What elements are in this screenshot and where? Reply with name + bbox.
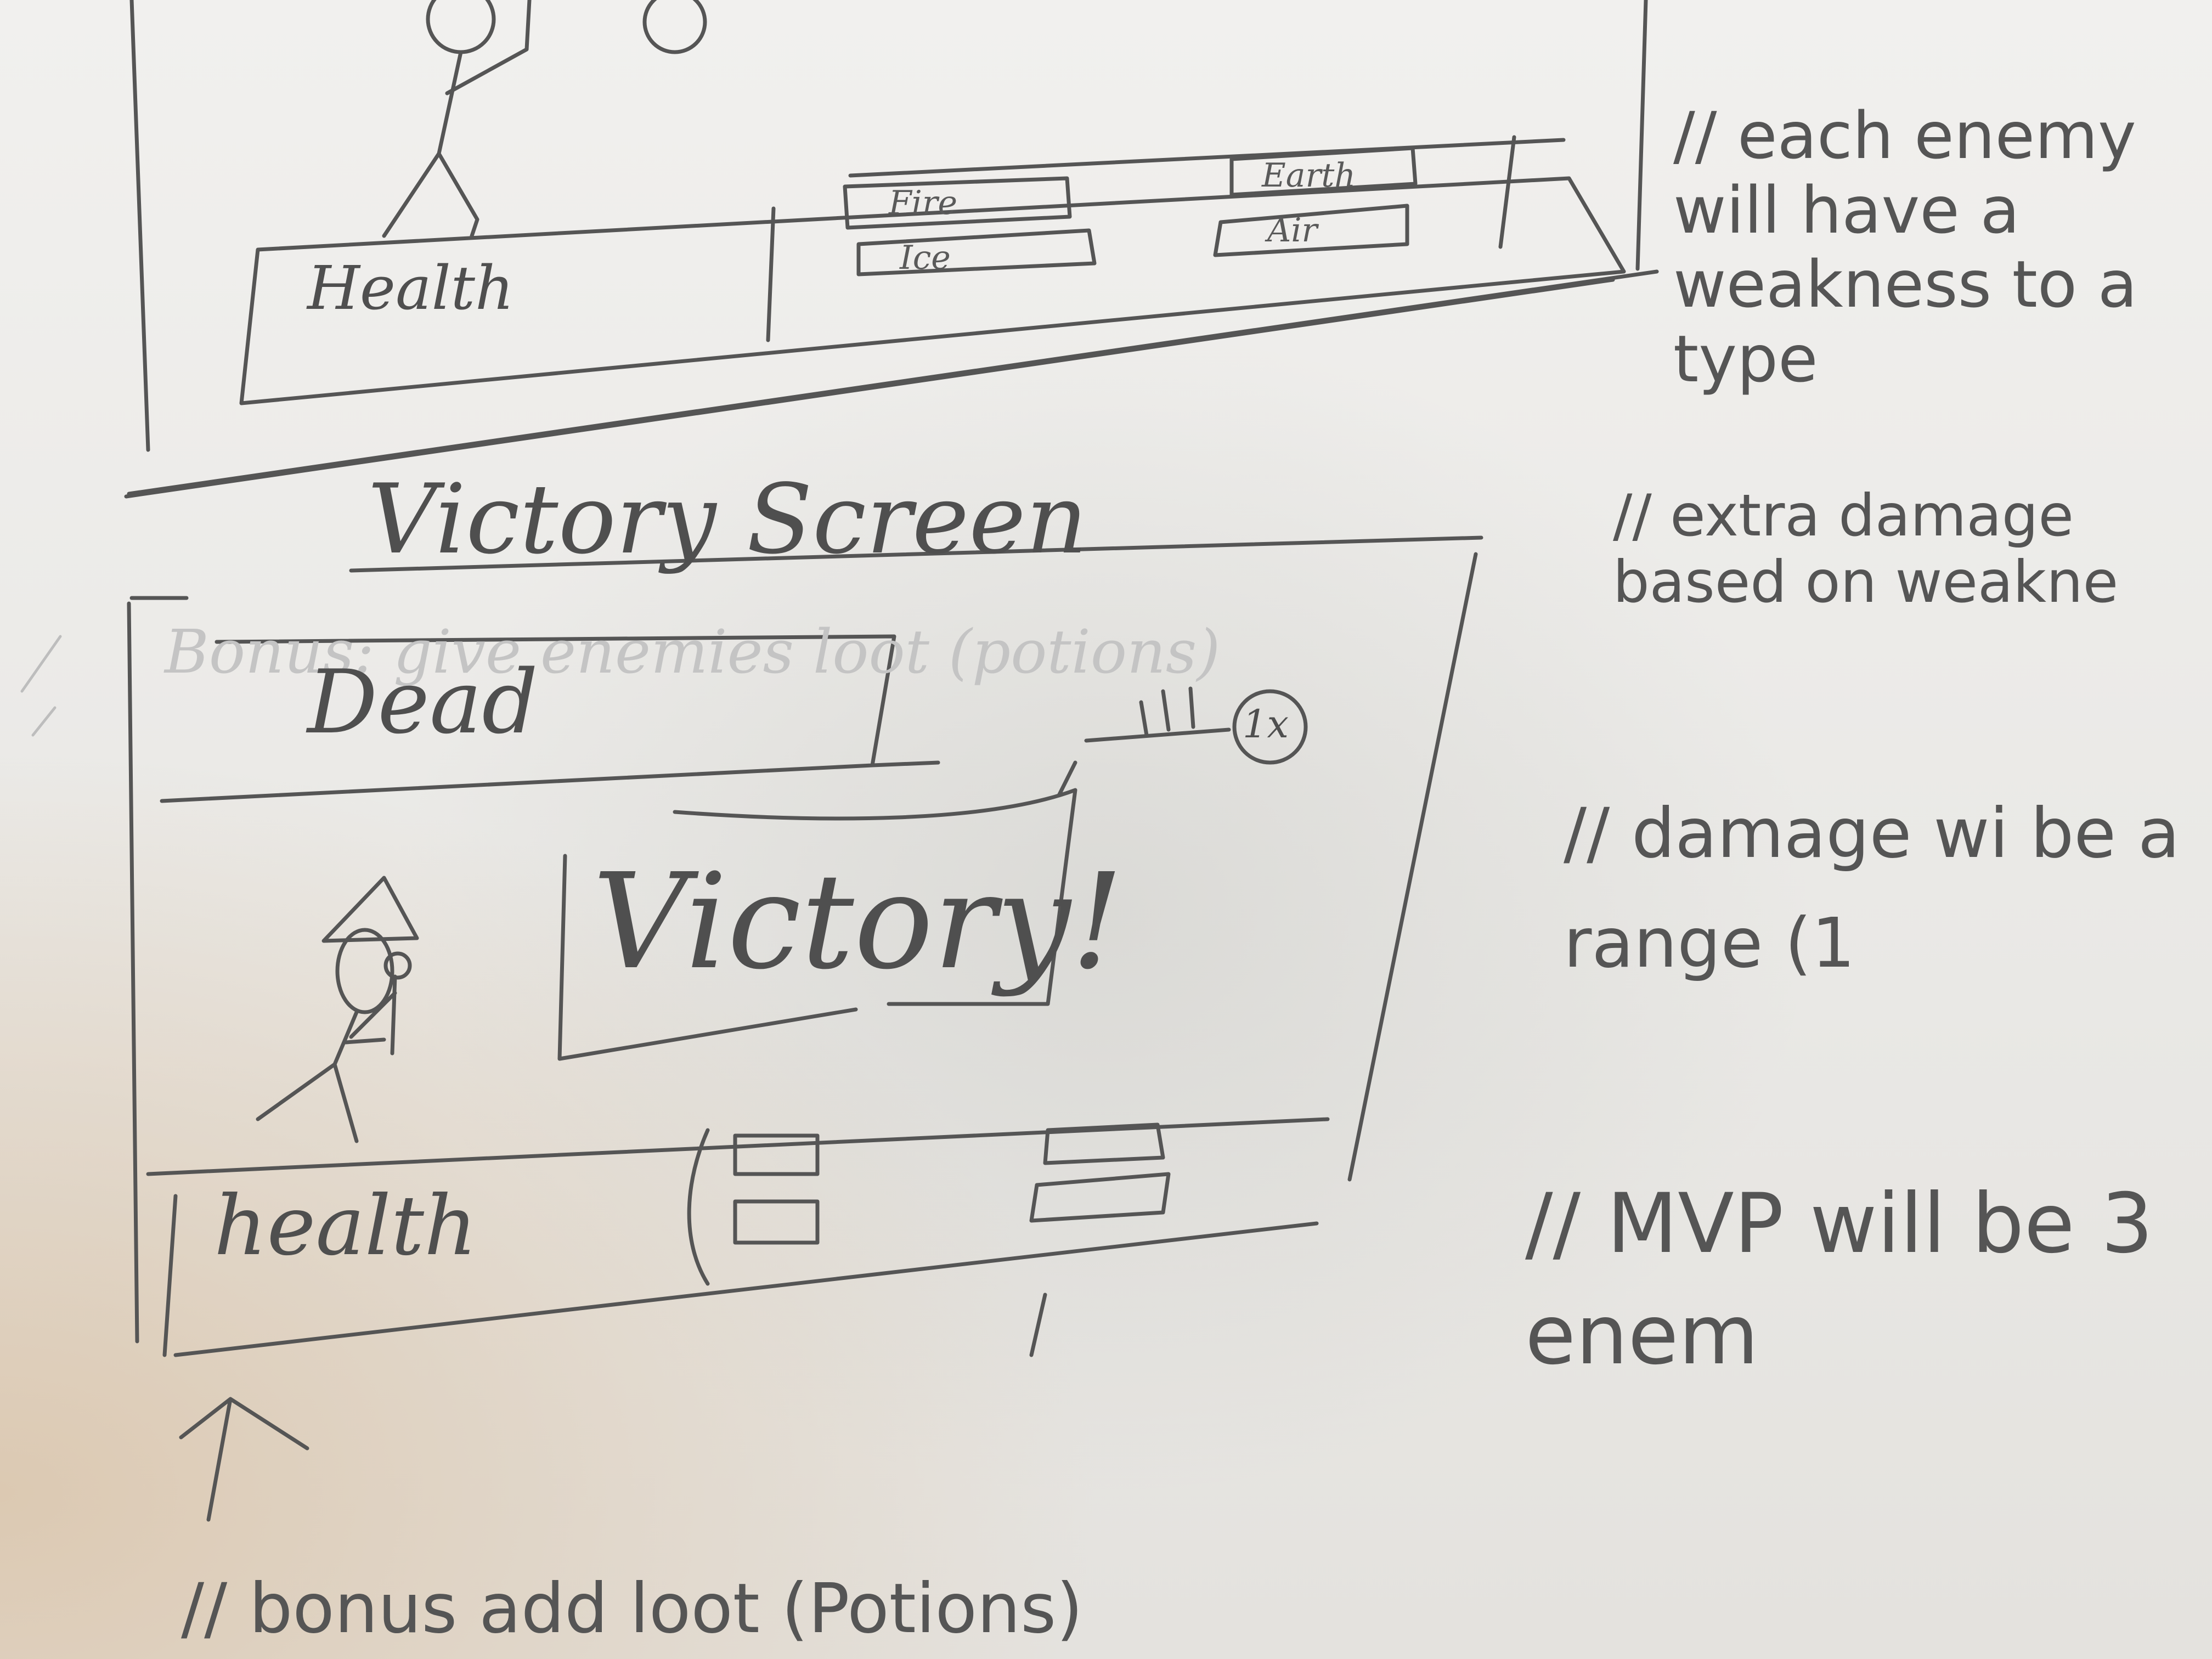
faint-bonus-note: Bonus: give enemies loot (potions): [165, 617, 1221, 687]
note-mvp: // MVP will be 3 enem: [1525, 1176, 2153, 1383]
victory-hud-top-line: [146, 1117, 1330, 1176]
faint-margin-marks: [20, 635, 62, 737]
up-arrow: [179, 1397, 309, 1522]
loot-badge-label: 1x: [1243, 702, 1289, 747]
victory-heading-underline: [349, 535, 1483, 573]
combat-hud-divider-2: [1498, 135, 1516, 249]
note-extra-damage: // extra damage based on weakne: [1613, 482, 2119, 616]
earth-button-label: Earth: [1262, 156, 1356, 195]
air-button-label: Air: [1267, 211, 1318, 250]
combat-hud-top-line: [848, 138, 1566, 178]
victory-banner: [557, 788, 1077, 1061]
combat-hud-bar: [239, 176, 1626, 405]
combat-frame-right-edge: [1635, 0, 1648, 271]
victory-hud-buttons: [733, 1122, 1171, 1245]
note-weakness: // each enemy will have a weakness to a …: [1673, 98, 2137, 397]
victory-hud-divider: [687, 1128, 710, 1286]
loot-rope: [1057, 686, 1231, 798]
note-damage-range: // damage wi be a range (1: [1564, 794, 2180, 983]
victory-screen-heading: Victory Screen: [368, 464, 1088, 575]
combat-health-label: Health: [307, 253, 514, 323]
ice-button-label: Ice: [900, 239, 951, 277]
dead-panel: [160, 634, 940, 803]
victory-health-label: health: [214, 1178, 477, 1274]
player-stick-figure-top: [382, 0, 707, 238]
wizard-stick-figure: [256, 876, 419, 1143]
combat-hud-divider-1: [766, 206, 776, 342]
fire-button-label: Fire: [889, 184, 958, 222]
victory-hud-left-bracket: [162, 1194, 178, 1357]
element-buttons-drawing: [843, 146, 1418, 276]
note-bonus-loot: // bonus add loot (Potions): [181, 1569, 1084, 1649]
dead-enemy-label: Dead: [307, 651, 538, 753]
stray-mark: [1029, 1293, 1047, 1357]
section-divider: [124, 278, 1615, 499]
victory-banner-text: Victory!: [592, 845, 1124, 998]
loot-badge-circle: [1232, 689, 1308, 765]
victory-frame: [127, 552, 1478, 1357]
combat-frame-left-edge: [129, 0, 150, 452]
